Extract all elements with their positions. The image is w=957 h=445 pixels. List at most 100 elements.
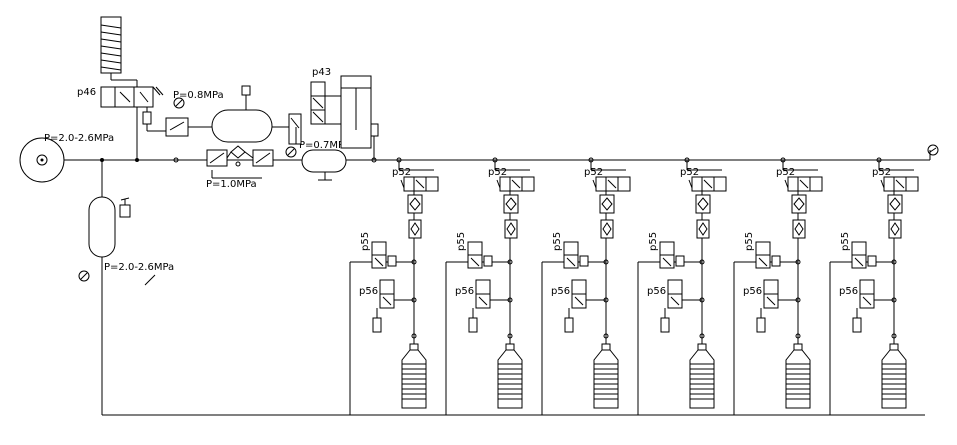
filter-icon <box>600 219 614 239</box>
check-valve-icon <box>407 194 423 214</box>
junction <box>507 259 513 265</box>
valve-p46-label: p46 <box>77 87 96 98</box>
air-receiver-icon <box>211 109 273 143</box>
pressure-gauge-icon <box>927 144 939 160</box>
solenoid-valve-icon <box>563 241 579 269</box>
valve-p52-label: p52 <box>488 167 507 178</box>
check-valve-icon <box>695 194 711 214</box>
solenoid-valve-icon <box>763 279 779 309</box>
solenoid-valve-icon <box>667 279 683 309</box>
bottle-icon <box>689 343 715 409</box>
filter-icon <box>696 219 710 239</box>
accum-pressure-label: P=2.0-2.6MPa <box>104 262 174 273</box>
solenoid-valve-icon <box>688 176 727 192</box>
junction <box>795 333 801 339</box>
valve-p52-label: p52 <box>680 167 699 178</box>
solenoid-valve-icon <box>475 279 491 309</box>
valve-p52-label: p52 <box>872 167 891 178</box>
pressure-08-label: P=0.8MPa <box>173 90 224 101</box>
junction <box>603 333 609 339</box>
solenoid-valve-icon <box>310 81 326 125</box>
valve-p52-label: p52 <box>392 167 411 178</box>
solenoid-valve-icon <box>659 241 675 269</box>
solenoid-valve-icon <box>371 241 387 269</box>
junction <box>699 259 705 265</box>
solenoid-valve-icon <box>592 176 631 192</box>
valve-p55-label: p55 <box>648 232 659 251</box>
check-valve-icon <box>791 194 807 214</box>
silencer-icon <box>372 317 382 333</box>
station-4: p52 p55 p56 <box>637 157 727 415</box>
junction <box>699 333 705 339</box>
solenoid-valve-icon <box>755 241 771 269</box>
valve-p43-label: p43 <box>312 67 331 78</box>
silencer-icon <box>756 317 766 333</box>
accumulator-tank-icon <box>88 196 116 258</box>
bottle-icon <box>497 343 523 409</box>
check-valve-icon <box>599 194 615 214</box>
silencer-icon <box>387 255 397 267</box>
filter-regulator-icon <box>206 149 274 167</box>
solenoid-valve-icon <box>379 279 395 309</box>
junction <box>507 333 513 339</box>
silencer-icon <box>468 317 478 333</box>
junction <box>411 333 417 339</box>
valve-p52-label: p52 <box>776 167 795 178</box>
pressure-gauge-icon <box>78 270 90 282</box>
silencer-icon <box>852 317 862 333</box>
pressure-gauge-icon <box>173 97 185 109</box>
filter-icon <box>792 219 806 239</box>
solenoid-valve-icon <box>571 279 587 309</box>
station-1: p52 p55 p56 <box>349 157 439 415</box>
valve-p55-label: p55 <box>840 232 851 251</box>
valve-p56-label: p56 <box>359 286 378 297</box>
check-valve-icon <box>503 194 519 214</box>
junction <box>411 259 417 265</box>
silencer-icon <box>867 255 877 267</box>
solenoid-valve-icon <box>851 241 867 269</box>
silencer-icon <box>771 255 781 267</box>
pressure-regulator-icon <box>165 117 189 137</box>
spring-cylinder-icon <box>100 16 122 74</box>
pneumatic-cylinder-icon <box>340 75 372 149</box>
station-6: p52 p55 p56 <box>829 157 919 415</box>
solenoid-valve-icon <box>288 113 302 145</box>
valve-p56-label: p56 <box>551 286 570 297</box>
silencer-icon <box>579 255 589 267</box>
filter-icon <box>408 219 422 239</box>
bottle-icon <box>401 343 427 409</box>
solenoid-valve-icon <box>859 279 875 309</box>
valve-p55-label: p55 <box>744 232 755 251</box>
valve-p55-label: p55 <box>360 232 371 251</box>
pressure-10-label: P=1.0MPa <box>206 179 257 190</box>
valve-p55-label: p55 <box>456 232 467 251</box>
silencer-icon <box>370 123 379 137</box>
filter-icon <box>230 145 246 167</box>
check-valve-icon <box>887 194 903 214</box>
junction <box>603 259 609 265</box>
junction <box>891 333 897 339</box>
air-receiver-icon <box>301 149 347 173</box>
silencer-icon <box>675 255 685 267</box>
solenoid-valve-icon <box>880 176 919 192</box>
filter-icon <box>504 219 518 239</box>
junction <box>891 259 897 265</box>
safety-valve-icon <box>241 85 251 96</box>
regulator-icon <box>119 197 131 218</box>
station-2: p52 p55 p56 <box>445 157 535 415</box>
valve-p56-label: p56 <box>839 286 858 297</box>
silencer-icon <box>483 255 493 267</box>
bottle-icon <box>785 343 811 409</box>
silencer-icon <box>564 317 574 333</box>
pressure-gauge-icon <box>285 146 297 158</box>
valve-p56-label: p56 <box>455 286 474 297</box>
compressor-icon <box>19 137 65 183</box>
solenoid-valve-icon <box>100 86 164 108</box>
silencer-icon <box>660 317 670 333</box>
valve-p56-label: p56 <box>647 286 666 297</box>
solenoid-valve-icon <box>784 176 823 192</box>
